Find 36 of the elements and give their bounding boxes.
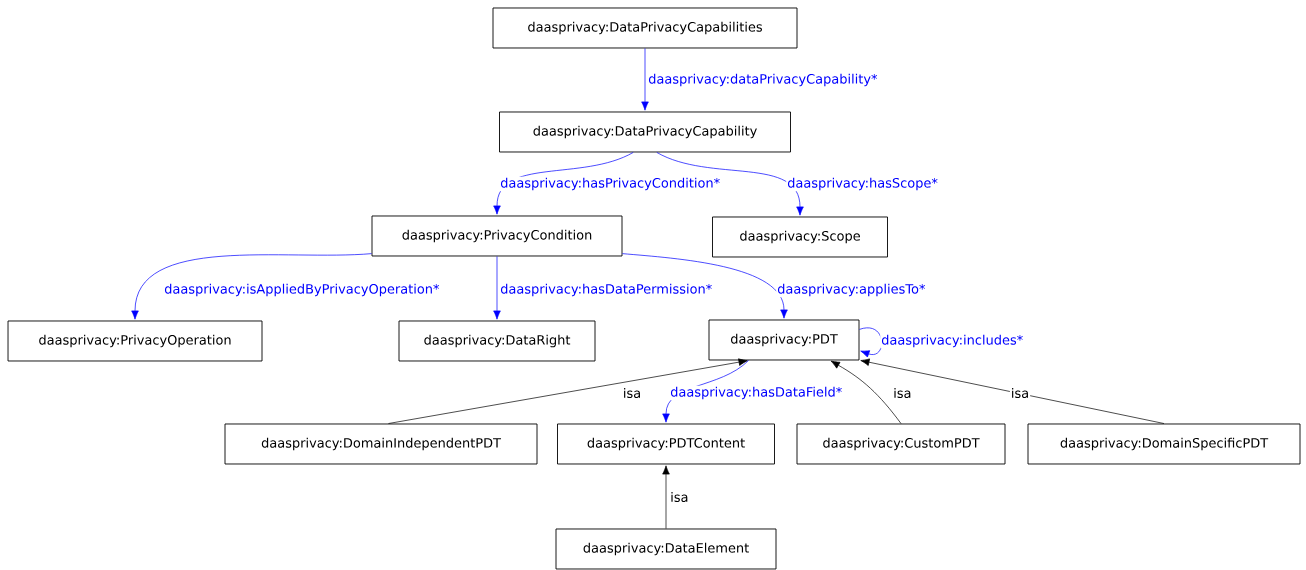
edge-label: daasprivacy:hasDataField* (669, 385, 844, 401)
edge-label: daasprivacy:hasDataPermission* (499, 282, 714, 298)
edge-label: isa (892, 387, 913, 399)
class-box: daasprivacy:PDTContent (557, 423, 775, 465)
arrow (662, 465, 670, 529)
class-box: daasprivacy:DataRight (398, 320, 596, 362)
arrow (493, 256, 501, 320)
class-box: daasprivacy:PDT (708, 319, 860, 361)
arrow (830, 360, 902, 424)
class-box: daasprivacy:DataPrivacyCapability (499, 111, 791, 153)
class-box: daasprivacy:DomainIndependentPDT (224, 423, 538, 465)
arrow (662, 360, 749, 423)
arrow (131, 253, 372, 320)
edge-label: daasprivacy:dataPrivacyCapability* (647, 72, 879, 88)
class-box: daasprivacy:PrivacyOperation (7, 320, 263, 362)
arrow (860, 358, 1165, 424)
edge-label: daasprivacy:includes* (880, 333, 1025, 349)
arrow (493, 152, 634, 215)
edge-label: daasprivacy:isAppliedByPrivacyOperation* (163, 282, 441, 298)
class-box: daasprivacy:DataPrivacyCapabilities (492, 7, 798, 49)
edge-label: isa (1009, 387, 1031, 399)
arrow (641, 48, 649, 111)
arrow (622, 253, 788, 319)
class-box: daasprivacy:Scope (712, 216, 888, 258)
class-box: daasprivacy:PrivacyCondition (371, 215, 623, 257)
edge-label: daasprivacy:hasScope* (786, 176, 939, 192)
arrow (388, 358, 748, 424)
edge-label: daasprivacy:hasPrivacyCondition* (499, 176, 722, 192)
class-box: daasprivacy:CustomPDT (796, 423, 1006, 465)
arrow (859, 327, 883, 358)
class-box: daasprivacy:DomainSpecificPDT (1027, 423, 1301, 465)
edge-label: daasprivacy:appliesTo* (776, 282, 927, 298)
edge-label: isa (669, 491, 690, 503)
class-box: daasprivacy:DataElement (555, 528, 777, 570)
edge-label: isa (621, 387, 643, 399)
arrow (656, 152, 804, 216)
